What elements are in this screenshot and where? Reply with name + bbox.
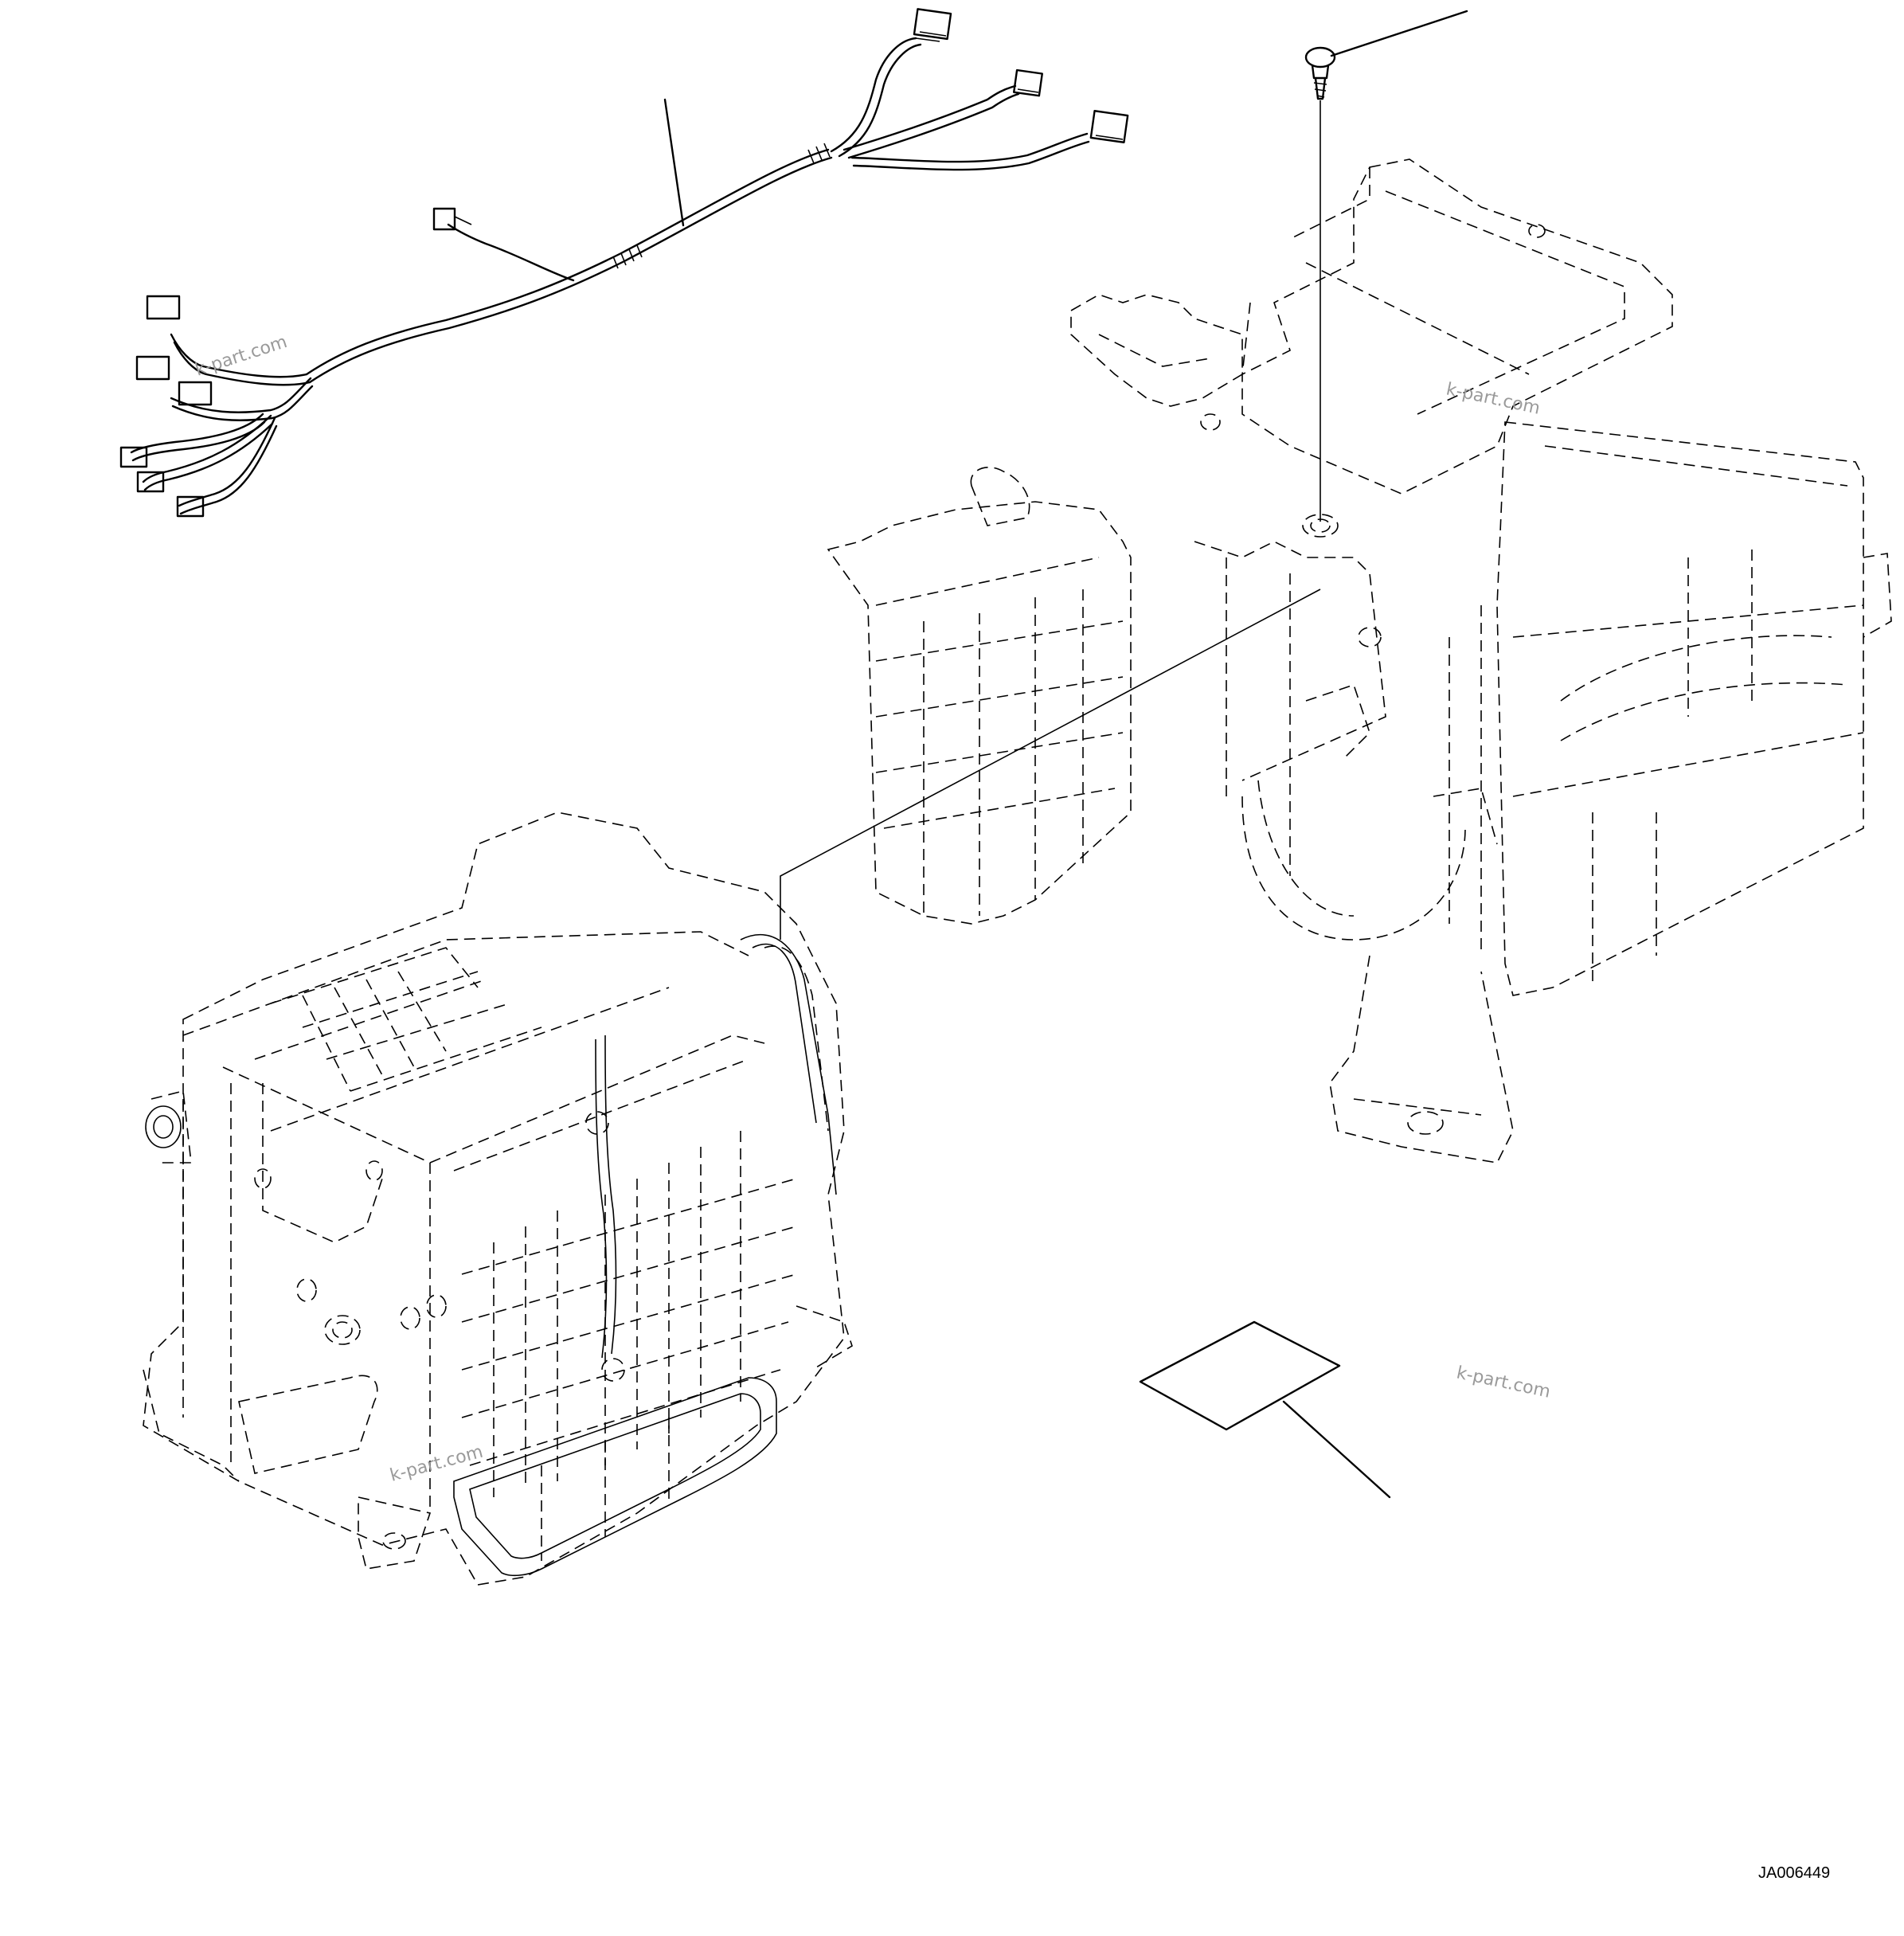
connector-left-6 xyxy=(176,495,205,518)
screw-leader xyxy=(1330,10,1468,57)
watermark-3: k-part.com xyxy=(1455,1363,1552,1402)
hvac-unit-front xyxy=(143,812,853,1586)
screw-fastener xyxy=(1304,10,1468,522)
hvac-unit-rear xyxy=(827,158,1892,1164)
connector-left-4 xyxy=(119,446,148,468)
connector-left-5 xyxy=(136,471,165,493)
assembly-leader xyxy=(780,589,1321,940)
connector-left-1 xyxy=(146,295,181,320)
watermark-4: k-part.com xyxy=(388,1442,485,1486)
connector-top-2 xyxy=(1012,68,1043,97)
screw-boss xyxy=(1302,514,1339,538)
label-leader xyxy=(1282,1400,1391,1499)
connector-left-2 xyxy=(135,355,170,381)
label-sheet xyxy=(1139,1320,1391,1499)
connector-left-3 xyxy=(178,381,213,406)
connector-mid xyxy=(432,207,472,231)
harness-band-upper xyxy=(807,143,831,164)
harness-band-middle xyxy=(612,244,643,269)
harness-leader xyxy=(663,98,685,227)
document-id: JA006449 xyxy=(1758,1864,1830,1882)
watermark-2: k-part.com xyxy=(1445,379,1542,418)
connector-top-3 xyxy=(1089,110,1129,143)
connector-top-1 xyxy=(913,8,952,42)
wiring-harness xyxy=(119,8,1129,518)
watermarks: k-part.com k-part.com k-part.com k-part.… xyxy=(193,332,1552,1486)
